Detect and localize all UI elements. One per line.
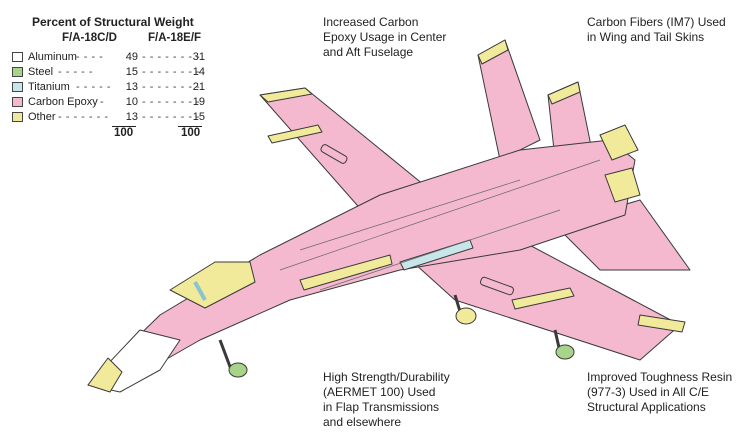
annotation-line: Carbon Fibers (IM7) Used xyxy=(587,15,726,29)
value-fa18ef: 14 xyxy=(192,66,205,78)
left-wing-tip-strip xyxy=(259,87,313,103)
legend-label: Other xyxy=(28,111,56,123)
value-fa18ef: 31 xyxy=(192,51,205,63)
annotation-line: Epoxy Usage in Center xyxy=(323,30,447,44)
leader-dashes: - - - - - - - - xyxy=(142,66,201,78)
annotation-line: and elsewhere xyxy=(323,415,402,429)
right-wing-panel xyxy=(480,276,514,296)
legend-col1-header: F/A-18C/D xyxy=(62,32,117,44)
right-main-gear-wheel xyxy=(555,344,575,360)
right-wing-root-strip xyxy=(511,287,575,310)
annotation-line: and Aft Fuselage xyxy=(323,45,414,59)
nose-gear-wheel xyxy=(228,362,248,378)
right-wing-tip-strip xyxy=(637,314,686,333)
annotation-center-fuselage: Increased Carbon Epoxy Usage in Center a… xyxy=(323,15,446,60)
legend-swatch xyxy=(12,97,23,107)
legend-swatch xyxy=(12,67,23,77)
annotation-resin: Improved Toughness Resin (977-3) Used in… xyxy=(587,370,732,415)
legend-label: Aluminum xyxy=(28,51,77,63)
leader-dashes: - - - - - - - - xyxy=(142,111,201,123)
leader-dashes: - - - - - - - - xyxy=(142,81,201,93)
legend-title: Percent of Structural Weight xyxy=(32,15,194,29)
leader-dashes: - - - - - xyxy=(76,81,112,93)
canopy-frame xyxy=(193,281,207,301)
total-rule-col1 xyxy=(112,126,136,127)
fuselage-panel-lines xyxy=(279,159,601,291)
radome xyxy=(87,357,123,393)
left-wing-edge-strip xyxy=(267,124,323,144)
value-fa18cd: 49 xyxy=(125,51,138,63)
left-tail-fin-tip xyxy=(477,39,509,65)
intake-strip xyxy=(299,254,393,291)
leader-dashes: - - - - - - - xyxy=(58,111,109,123)
annotation-line: in Wing and Tail Skins xyxy=(587,30,705,44)
value-fa18ef: 21 xyxy=(192,81,205,93)
annotation-line: Improved Toughness Resin xyxy=(587,370,733,384)
leader-dashes: - xyxy=(100,96,105,108)
annotation-line: (977-3) Used in All C/E xyxy=(587,385,710,399)
value-fa18ef: 19 xyxy=(192,96,205,108)
left-wing-panel xyxy=(320,144,348,164)
engine-nozzle-upper xyxy=(599,124,639,161)
canopy xyxy=(169,261,256,309)
engine-nozzle-lower xyxy=(604,167,641,203)
legend-swatch xyxy=(12,52,23,62)
annotation-line: High Strength/Durability xyxy=(323,370,450,384)
legend-label: Steel xyxy=(28,66,54,78)
annotation-line: in Flap Transmissions xyxy=(323,400,440,414)
leader-dashes: - - - - xyxy=(76,51,104,63)
annotation-wing-tail: Carbon Fibers (IM7) Used in Wing and Tai… xyxy=(587,15,726,45)
annotation-line: Increased Carbon xyxy=(323,15,419,29)
leader-dashes: - - - - - - - - xyxy=(142,51,201,63)
annotation-line: (AERMET 100) Used xyxy=(323,385,436,399)
legend-swatch xyxy=(12,112,23,122)
value-fa18cd: 13 xyxy=(125,111,138,123)
legend-label: Titanium xyxy=(28,81,70,93)
value-fa18cd: 13 xyxy=(125,81,138,93)
legend-total-col1: 100 xyxy=(114,127,134,139)
value-fa18ef: 15 xyxy=(192,111,205,123)
main-gear-wheel xyxy=(455,307,477,325)
right-tail-fin-tip xyxy=(547,81,581,105)
leader-dashes: - - - - - - - - xyxy=(142,96,201,108)
legend-col2-header: F/A-18E/F xyxy=(148,32,202,44)
value-fa18cd: 15 xyxy=(125,66,138,78)
leader-dashes: - - - - - xyxy=(58,66,94,78)
legend-swatch xyxy=(12,82,23,92)
total-rule-col2 xyxy=(178,126,202,127)
value-fa18cd: 10 xyxy=(125,96,138,108)
annotation-line: Structural Applications xyxy=(587,400,706,414)
titanium-strip xyxy=(399,239,474,271)
legend-total-col2: 100 xyxy=(181,127,201,139)
annotation-flap: High Strength/Durability (AERMET 100) Us… xyxy=(323,370,450,430)
legend-label: Carbon Epoxy xyxy=(28,96,98,108)
